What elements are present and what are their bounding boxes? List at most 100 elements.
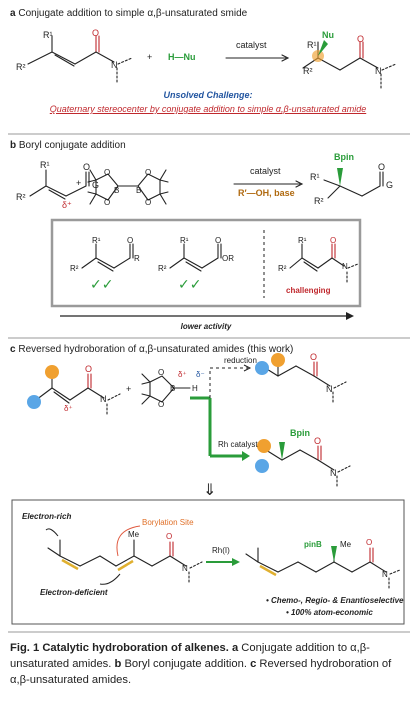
box-k-r: R xyxy=(134,254,140,263)
c-pinb-ring xyxy=(149,375,175,403)
electron-deficient-arrow xyxy=(99,573,121,585)
c-low-o: O xyxy=(314,436,322,446)
b-prod-bond-2 xyxy=(361,185,381,197)
lower-activity-arrow-head xyxy=(346,312,354,320)
a-sub-bond-3 xyxy=(51,51,76,65)
c-up-blue-sphere xyxy=(255,361,269,375)
electron-deficient-label: Electron-deficient xyxy=(40,588,108,597)
c-down-arrow: ⇓ xyxy=(203,482,217,499)
c-reduction: reduction xyxy=(224,356,257,365)
a-prod-bond-4 xyxy=(339,57,361,71)
caption-a-text: Conjugate addition to α,β-unsaturated am… xyxy=(10,642,370,670)
lower-activity-label: lower activity xyxy=(180,322,232,331)
a-prod-n: N xyxy=(375,66,382,76)
box-a-r2: R² xyxy=(278,264,287,273)
box-right-n: N xyxy=(382,570,388,579)
panel-a-title: Conjugate addition to simple α,β-unsatur… xyxy=(18,8,248,19)
box-right-pinb-wedge xyxy=(331,546,337,562)
c-sub-o: O xyxy=(85,364,93,374)
c-b: B xyxy=(170,384,176,393)
b-r1: R¹ xyxy=(40,160,50,170)
panel-c-title: Reversed hydroboration of α,β-unsaturate… xyxy=(18,344,294,355)
a-nu-wedge xyxy=(318,40,328,56)
electron-rich-label: Electron-rich xyxy=(22,512,72,521)
a-sub-bond-4 xyxy=(74,51,97,65)
rh-i-label: Rh(I) xyxy=(212,546,230,555)
b-sub-double xyxy=(48,189,66,200)
b-plus: + xyxy=(76,178,82,188)
box-right-me: Me xyxy=(340,540,352,549)
box-k-r2: R² xyxy=(70,264,79,273)
box-right-o: O xyxy=(366,538,373,547)
caption-fig: Fig. 1 xyxy=(10,642,40,654)
panel-a-letter: a xyxy=(10,8,16,19)
c-sub-orange-sphere xyxy=(45,365,59,379)
bullet-2: • 100% atom-economic xyxy=(286,608,373,617)
b-arrow-head xyxy=(295,180,304,188)
c-up-n: N xyxy=(326,384,333,394)
caption-a-letter: a xyxy=(231,642,239,654)
b-prod-r2: R² xyxy=(314,196,324,206)
c-up-orange-sphere xyxy=(271,353,285,367)
box-e-r1: R¹ xyxy=(180,236,189,245)
box-right-yellow-double xyxy=(259,564,277,577)
a-challenge-text: Quaternary stereocenter by conjugate add… xyxy=(49,104,367,114)
a-plus: + xyxy=(147,52,153,62)
b-sub-bond-4 xyxy=(65,185,87,197)
b-o: O xyxy=(83,162,91,172)
b-prod-r1: R¹ xyxy=(310,172,320,182)
c-sub-n: N xyxy=(100,394,107,404)
a-prod-r2: R² xyxy=(303,66,313,76)
a-r2: R² xyxy=(16,62,26,72)
box-left-o: O xyxy=(166,532,173,541)
a-arrow-head xyxy=(281,54,290,62)
box-left-n: N xyxy=(182,564,188,573)
box-left-yellow-double-2 xyxy=(117,559,134,572)
c-low-orange-sphere xyxy=(257,439,271,453)
c-h: H xyxy=(192,384,198,393)
caption-c-text: Reversed hydroboration of α,β-unsaturate… xyxy=(10,658,392,686)
b-prod-g: G xyxy=(386,180,394,190)
c-o1: O xyxy=(158,368,165,377)
box-check-ester: ✓✓ xyxy=(178,276,202,292)
a-prod-r1: R¹ xyxy=(307,40,317,50)
box-k-o: O xyxy=(127,236,134,245)
b-pin-ring-left xyxy=(95,173,119,201)
c-rh-head xyxy=(242,451,250,461)
electron-rich-arrow xyxy=(45,528,59,537)
box-left-me: Me xyxy=(128,530,140,539)
c-o2: O xyxy=(158,400,165,409)
box-k-r1: R¹ xyxy=(92,236,101,245)
b-delta: δ⁺ xyxy=(62,200,72,210)
a-amide-bond xyxy=(95,51,115,63)
c-delta-minus: δ⁻ xyxy=(196,370,205,379)
c-delta-plus: δ⁺ xyxy=(178,370,187,379)
a-n: N xyxy=(111,60,118,70)
borylation-site-arrow xyxy=(116,525,141,557)
a-sub-double xyxy=(54,54,75,67)
a-nu: Nu xyxy=(322,30,334,40)
box-challenging: challenging xyxy=(286,286,331,295)
c-up-o: O xyxy=(310,352,318,362)
figure-caption: Fig. 1 Catalytic hydroboration of alkene… xyxy=(10,640,410,688)
a-o: O xyxy=(92,28,100,38)
panel-b-letter: b xyxy=(10,140,17,151)
b-pin-ring-right xyxy=(137,173,161,201)
b-bpin-wedge xyxy=(337,168,343,186)
b-sub-bond-3 xyxy=(45,185,67,197)
panel-c-header: c Reversed hydroboration of α,β-unsatura… xyxy=(10,344,293,355)
a-r1: R¹ xyxy=(43,30,53,40)
c-plus: + xyxy=(126,384,132,394)
box-a-n: N xyxy=(342,262,348,271)
c-sub-delta: δ⁺ xyxy=(64,404,73,413)
b-o3: O xyxy=(145,168,152,177)
caption-c-letter: c xyxy=(250,658,257,670)
c-reduction-head xyxy=(243,364,252,372)
panel-a-header: a Conjugate addition to simple α,β-unsat… xyxy=(10,8,247,19)
caption-title: Catalytic hydroboration of alkenes. xyxy=(42,642,229,654)
b-g: G xyxy=(92,180,100,190)
a-sub-bond-1 xyxy=(27,51,53,65)
box-left-yellow-double xyxy=(61,558,79,571)
b-o1: O xyxy=(104,168,111,177)
b-bpin: Bpin xyxy=(334,152,354,162)
